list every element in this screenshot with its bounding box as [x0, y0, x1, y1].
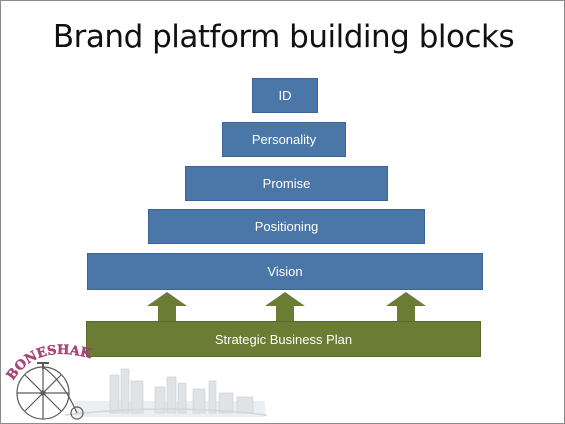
- slide-title: Brand platform building blocks: [52, 19, 515, 55]
- strategic-business-plan-block: Strategic Business Plan: [86, 321, 481, 357]
- up-arrow-icon: [265, 292, 305, 322]
- penny-farthing-bicycle-icon: [16, 362, 84, 420]
- pyramid-block-vision: Vision: [87, 253, 483, 290]
- pyramid-block-promise: Promise: [185, 166, 388, 201]
- pyramid-block-personality: Personality: [222, 122, 346, 157]
- pyramid-block-id: ID: [252, 78, 318, 113]
- pyramid-block-positioning: Positioning: [148, 209, 425, 244]
- city-skyline-icon: [64, 368, 268, 417]
- up-arrow-icon: [147, 292, 187, 322]
- up-arrow-icon: [386, 292, 426, 322]
- boneshakers-logo: BONESHAKERS: [5, 341, 268, 420]
- logo-text: BONESHAKERS: [5, 341, 94, 383]
- svg-text:BONESHAKERS: BONESHAKERS: [5, 341, 94, 383]
